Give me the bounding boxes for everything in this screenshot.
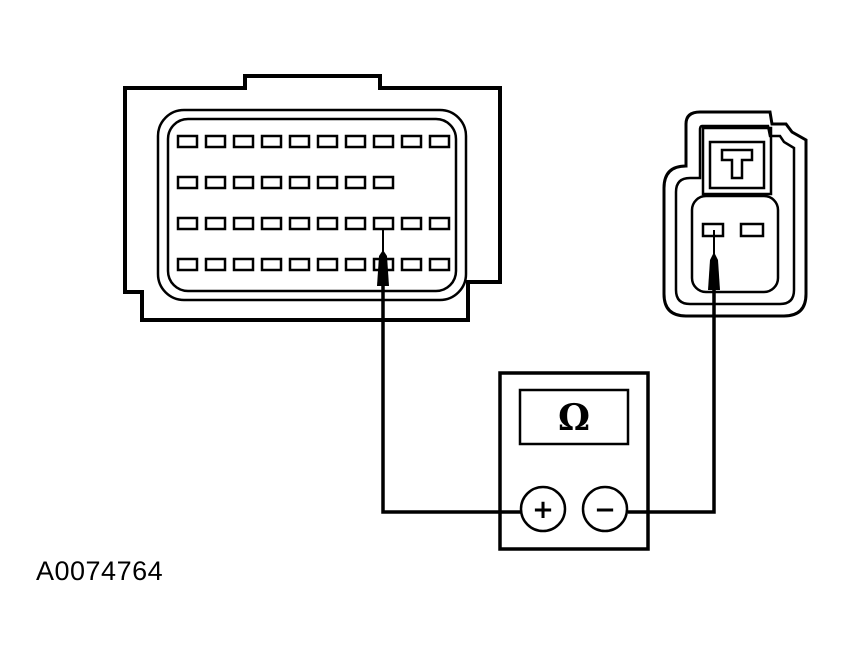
pin-cavity <box>344 216 367 231</box>
positive-lead <box>381 286 522 514</box>
negative-lead <box>628 290 716 514</box>
pin-cavity <box>176 257 199 272</box>
test-leads <box>381 286 716 514</box>
pin-cavity <box>316 175 339 190</box>
pin-cavity <box>204 257 227 272</box>
pin-cavity <box>400 216 423 231</box>
multi-pin-connector-icon <box>123 74 502 322</box>
positive-terminal-icon <box>519 485 567 533</box>
pin-cavity <box>372 134 395 149</box>
pin-cavity <box>428 257 451 272</box>
pin-grid <box>176 134 451 272</box>
pin-cavity <box>176 175 199 190</box>
pin-cavity <box>288 134 311 149</box>
pin-cavity <box>260 216 283 231</box>
pin-cavity <box>344 134 367 149</box>
pin-cavity <box>316 257 339 272</box>
pin-cavity <box>344 257 367 272</box>
positive-probe-tip-icon <box>377 228 389 286</box>
pin-cavity <box>400 257 423 272</box>
pin-cavity <box>288 216 311 231</box>
meter-display-symbol: Ω <box>558 397 590 439</box>
pin-cavity <box>344 175 367 190</box>
pin-cavity <box>428 216 451 231</box>
negative-terminal-label: − <box>594 495 616 525</box>
ohmmeter-icon: Ω + − <box>498 371 650 551</box>
pin-cavity <box>316 134 339 149</box>
two-pin-connector-icon <box>662 110 808 318</box>
pin-cavity <box>316 216 339 231</box>
pin-cavity <box>232 175 255 190</box>
figure-id-label: A0074764 <box>36 556 164 586</box>
pin-cavity <box>204 216 227 231</box>
pin-cavity <box>288 257 311 272</box>
negative-probe-tip-icon <box>708 230 720 290</box>
pin-cavity <box>176 134 199 149</box>
pin-cavity <box>232 134 255 149</box>
negative-terminal-icon <box>581 485 629 533</box>
pin-cavity <box>176 216 199 231</box>
positive-terminal-label: + <box>532 495 554 525</box>
pin-cavity <box>260 134 283 149</box>
pin-cavity <box>400 134 423 149</box>
pin-cavity <box>204 134 227 149</box>
pin-cavity <box>260 175 283 190</box>
pin-cavity <box>204 175 227 190</box>
pin-cavity <box>372 175 395 190</box>
pin-cavity <box>428 134 451 149</box>
pin-cavity <box>288 175 311 190</box>
pin-cavity <box>260 257 283 272</box>
pin-cavity <box>232 257 255 272</box>
pin-cavity <box>232 216 255 231</box>
pin-cavity <box>372 216 395 231</box>
